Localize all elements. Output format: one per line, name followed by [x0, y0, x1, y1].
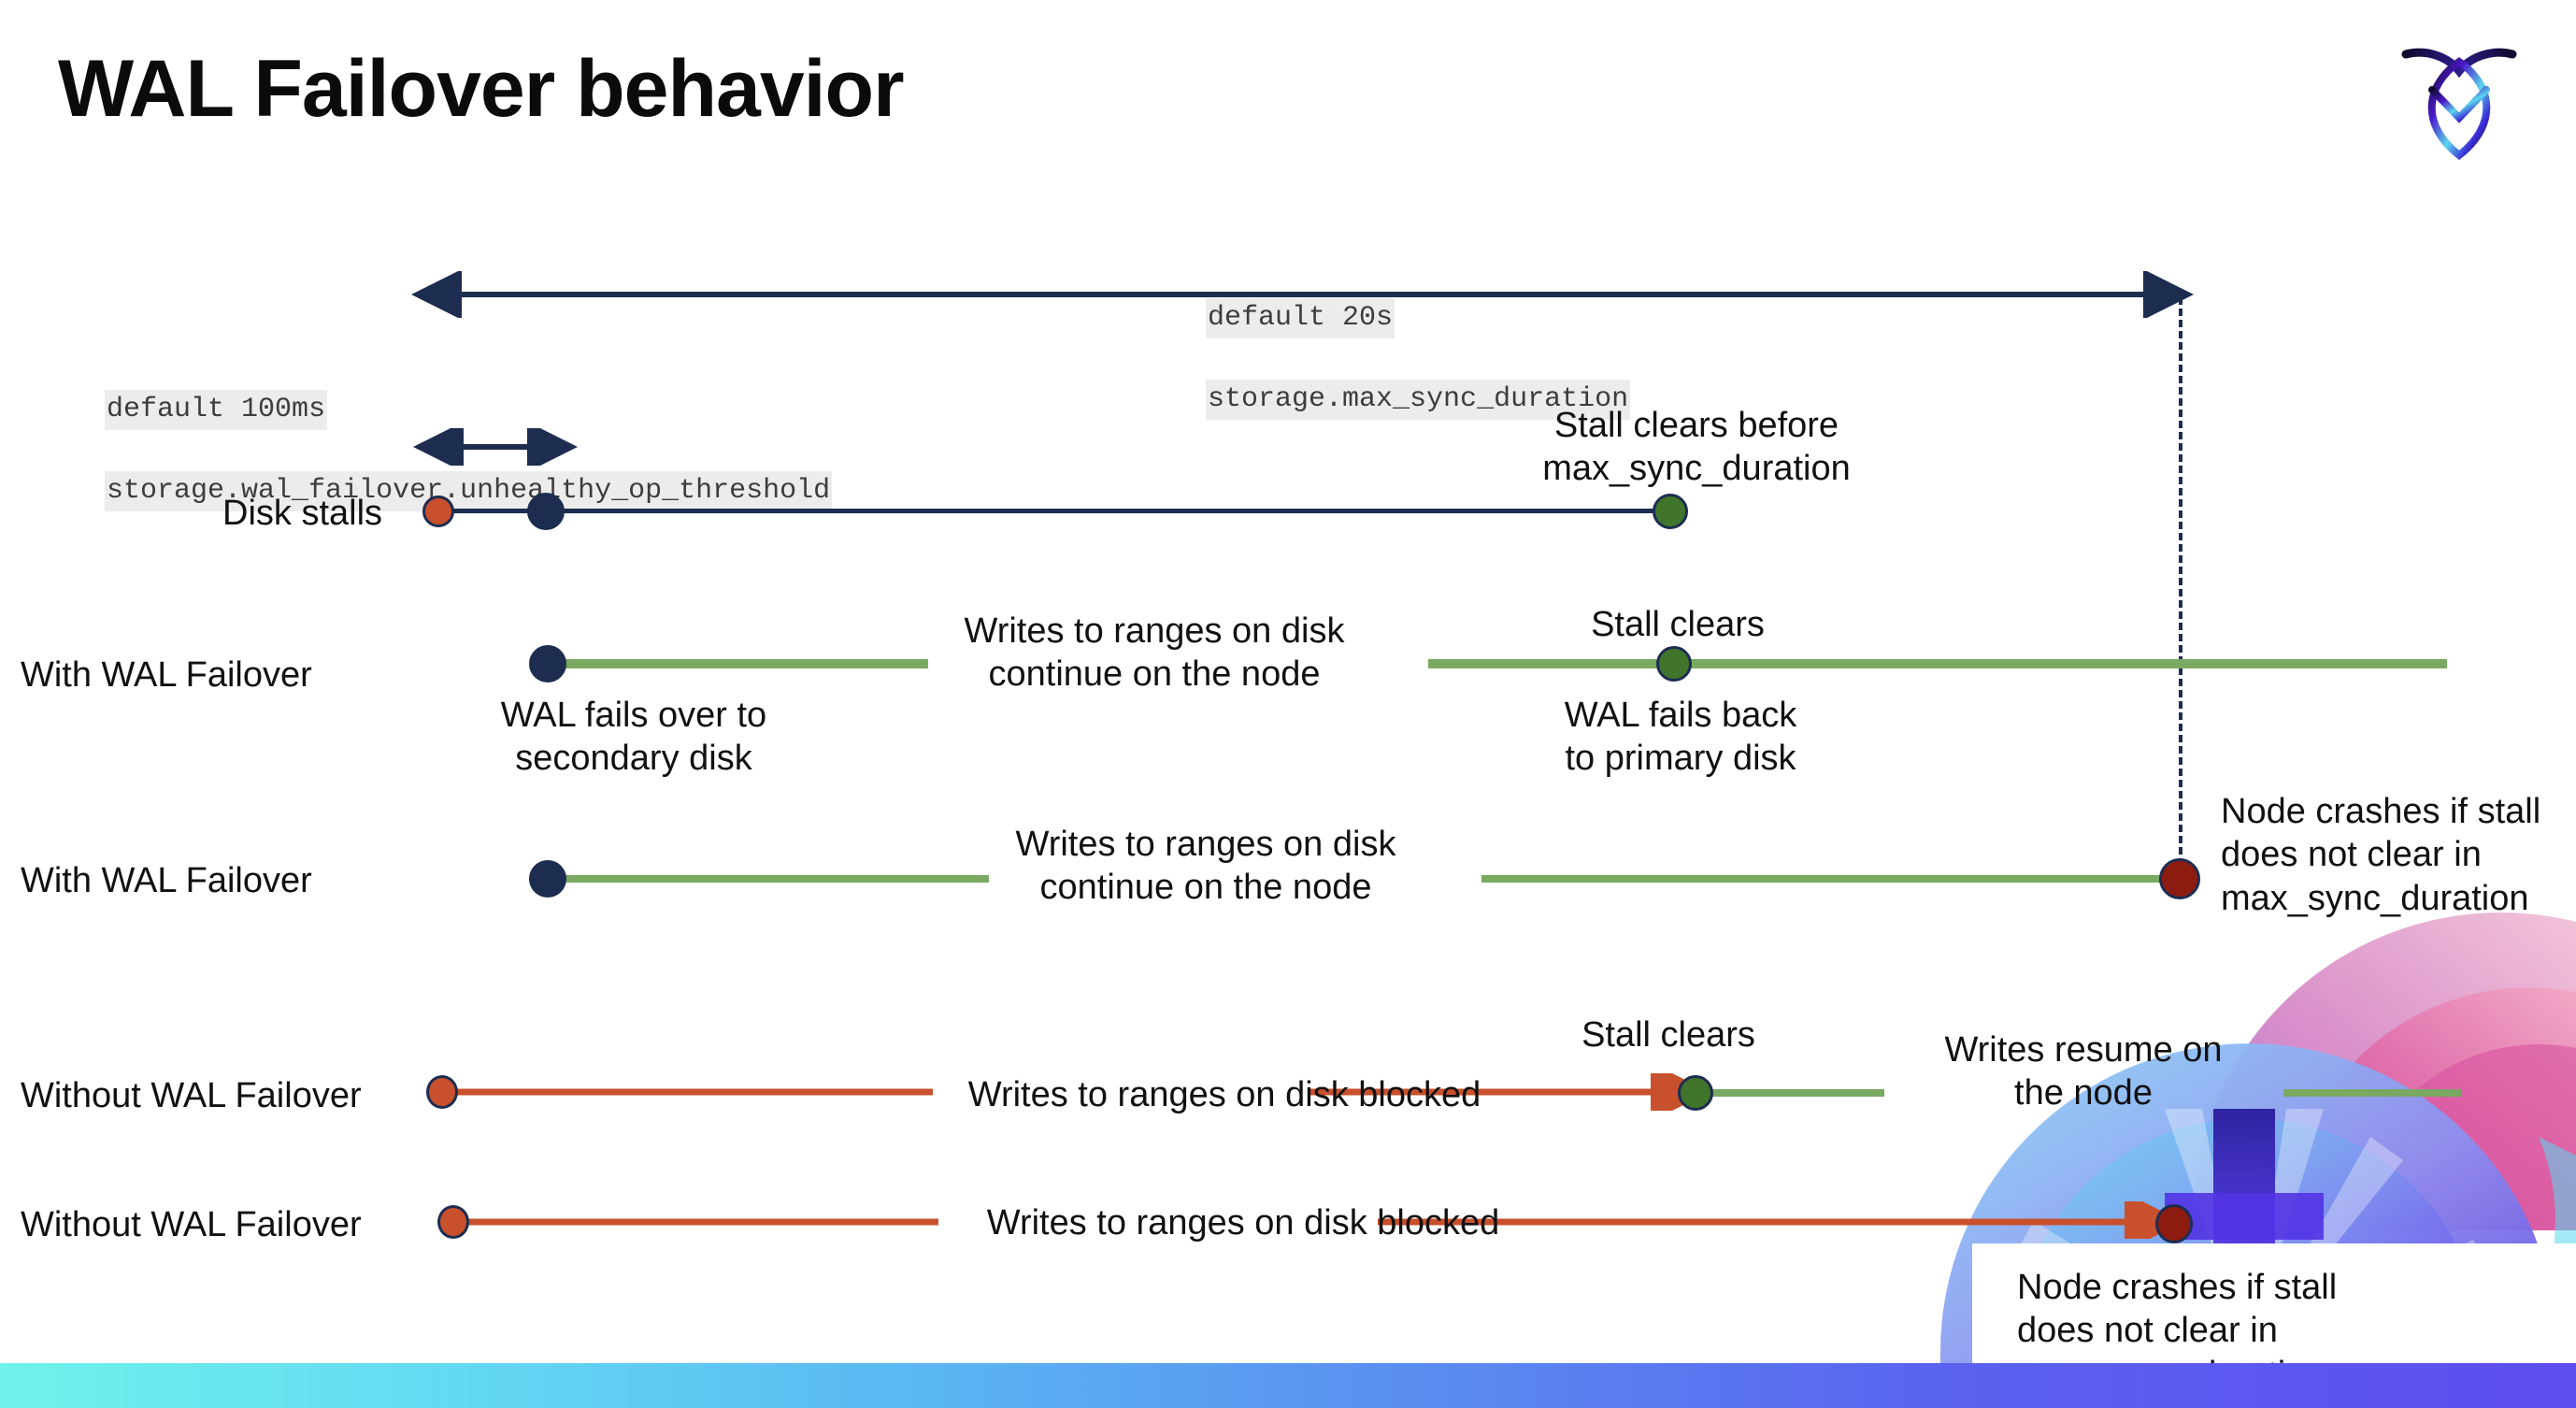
disk-stalls-timeline	[437, 509, 1681, 513]
without-wal-failover-2-node-crash-dot	[2155, 1204, 2193, 1243]
with-wal-failover-2-segment-b	[1481, 875, 2178, 883]
without-wal-failover-2-blocked-arrow	[452, 1201, 2182, 1239]
without-wal-failover-1-start-dot	[426, 1075, 458, 1109]
lane-label-disk-stalls: Disk stalls	[222, 494, 383, 533]
page-title: WAL Failover behavior	[58, 44, 905, 134]
max-sync-duration-guide-line	[2179, 297, 2182, 877]
wal-failover-1-start-dot	[529, 645, 566, 682]
with-wal-failover-1-segment-b	[1428, 659, 2447, 668]
note-writes-continue-2: Writes to ranges on disk continue on the…	[1015, 825, 1396, 908]
wal-failover-2-node-crash-dot	[2159, 858, 2200, 899]
without-wal-failover-1-recovery-segment-b	[2283, 1089, 2461, 1097]
note-writes-continue-1: Writes to ranges on disk continue on the…	[964, 611, 1345, 695]
note-node-crashes-1: Node crashes if stall does not clear in …	[2221, 792, 2541, 918]
without-wal-failover-2-start-dot	[437, 1205, 469, 1239]
max-sync-duration-span-arrow	[411, 271, 2194, 318]
note-stall-clears-before-max-sync: Stall clears before max_sync_duration	[1542, 406, 1851, 489]
wal-failover-trigger-dot	[527, 493, 565, 530]
without-wal-failover-1-blocked-arrow	[449, 1073, 1710, 1111]
bottom-gradient-bar	[0, 1363, 2576, 1408]
note-stall-clears-2: Stall clears	[1581, 1015, 1755, 1055]
lane-label-with-wal-failover-1: With WAL Failover	[21, 655, 312, 695]
unhealthy-op-threshold-default: default 100ms	[105, 389, 328, 430]
cockroachdb-logo-icon	[2389, 28, 2529, 168]
max-sync-duration-default: default 20s	[1206, 297, 1395, 338]
disk-stall-start-dot	[422, 496, 454, 527]
lane-label-without-wal-failover-2: Without WAL Failover	[21, 1205, 362, 1244]
disk-stall-clears-dot	[1653, 494, 1688, 529]
unhealthy-op-threshold-setting: storage.wal_failover.unhealthy_op_thresh…	[105, 470, 833, 511]
note-wal-fails-over: WAL fails over to secondary disk	[500, 696, 767, 779]
with-wal-failover-2-segment-a	[545, 875, 989, 883]
note-writes-resume: Writes resume on the node	[1944, 1030, 2223, 1113]
max-sync-duration-setting: storage.max_sync_duration	[1206, 379, 1631, 420]
note-wal-fails-back: WAL fails back to primary disk	[1564, 696, 1797, 779]
note-stall-clears-1: Stall clears	[1591, 605, 1765, 644]
note-writes-blocked-1: Writes to ranges on disk blocked	[967, 1075, 1481, 1114]
with-wal-failover-1-segment-a	[545, 659, 928, 668]
unhealthy-op-threshold-span-arrow	[413, 428, 578, 466]
wal-failover-1-stall-clears-dot	[1656, 646, 1692, 682]
max-sync-duration-annotation: default 20s storage.max_sync_duration	[1138, 257, 1631, 461]
lane-label-with-wal-failover-2: With WAL Failover	[21, 861, 312, 900]
without-wal-failover-1-recovery-segment-a	[1710, 1089, 1884, 1097]
without-wal-failover-1-stall-clears-dot	[1678, 1075, 1713, 1111]
wal-failover-2-start-dot	[529, 860, 566, 898]
note-writes-blocked-2: Writes to ranges on disk blocked	[986, 1203, 1500, 1243]
lane-label-without-wal-failover-1: Without WAL Failover	[21, 1076, 362, 1115]
unhealthy-op-threshold-annotation: default 100ms storage.wal_failover.unhea…	[37, 349, 833, 553]
